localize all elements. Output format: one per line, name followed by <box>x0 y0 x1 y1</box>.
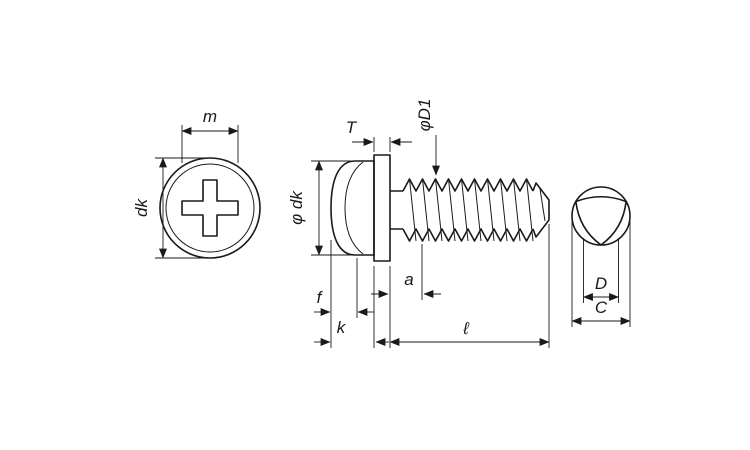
dimension-label-C: C <box>595 298 608 317</box>
head-outer-circle <box>159 157 261 259</box>
captive-washer <box>373 154 391 262</box>
pan-head-profile <box>330 160 375 256</box>
front-view: m dk <box>132 107 261 259</box>
trilobular-profile <box>575 195 627 246</box>
section-circle <box>571 186 631 246</box>
dimension-label-f: f <box>317 288 324 307</box>
thread-profile-top <box>402 178 534 192</box>
dimension-label-T: T <box>346 118 358 137</box>
dimension-label-dk: dk <box>132 198 151 217</box>
dimension-label-k: k <box>337 318 347 337</box>
thread-flank-lines <box>409 178 534 242</box>
dimension-label-a: a <box>404 270 413 289</box>
screw-point <box>532 182 550 238</box>
head-chamfer-circle <box>165 163 255 253</box>
side-view: T φD1 φ dk a f k ℓ <box>287 99 550 348</box>
dimension-label-phi-D1: φD1 <box>415 99 434 132</box>
head-crown-line <box>344 161 364 255</box>
dimension-label-l: ℓ <box>462 319 469 338</box>
thread-profile-bottom <box>402 228 534 242</box>
phillips-recess <box>181 179 239 237</box>
dimension-label-m: m <box>203 107 217 126</box>
section-view: D C <box>571 186 631 327</box>
shank-root-lines <box>390 190 403 230</box>
dimension-label-D: D <box>595 274 607 293</box>
dimension-label-phi-dk: φ dk <box>287 190 306 225</box>
point-flank-line <box>539 188 546 222</box>
